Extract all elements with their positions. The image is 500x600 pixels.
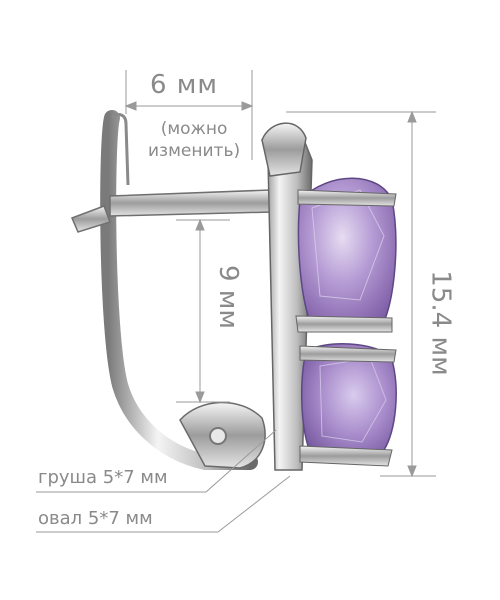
top-bar bbox=[109, 189, 273, 217]
inner-height-label: 9 мм bbox=[213, 264, 244, 330]
oval-stone-label: овал 5*7 мм bbox=[38, 508, 153, 529]
dimension-lines bbox=[36, 70, 436, 533]
width-note-line2: изменить) bbox=[148, 141, 241, 161]
width-note-line1: (можно bbox=[160, 119, 228, 139]
hinge-rivet bbox=[209, 427, 227, 445]
pear-gem bbox=[297, 177, 397, 327]
width-note: (можно изменить) bbox=[148, 118, 240, 162]
hook-wire bbox=[100, 110, 258, 470]
pear-stone-label: груша 5*7 мм bbox=[38, 467, 168, 488]
total-height-label: 15.4 мм bbox=[425, 270, 456, 376]
latch-tab bbox=[71, 205, 111, 233]
width-dimension-label: 6 мм bbox=[150, 70, 219, 100]
